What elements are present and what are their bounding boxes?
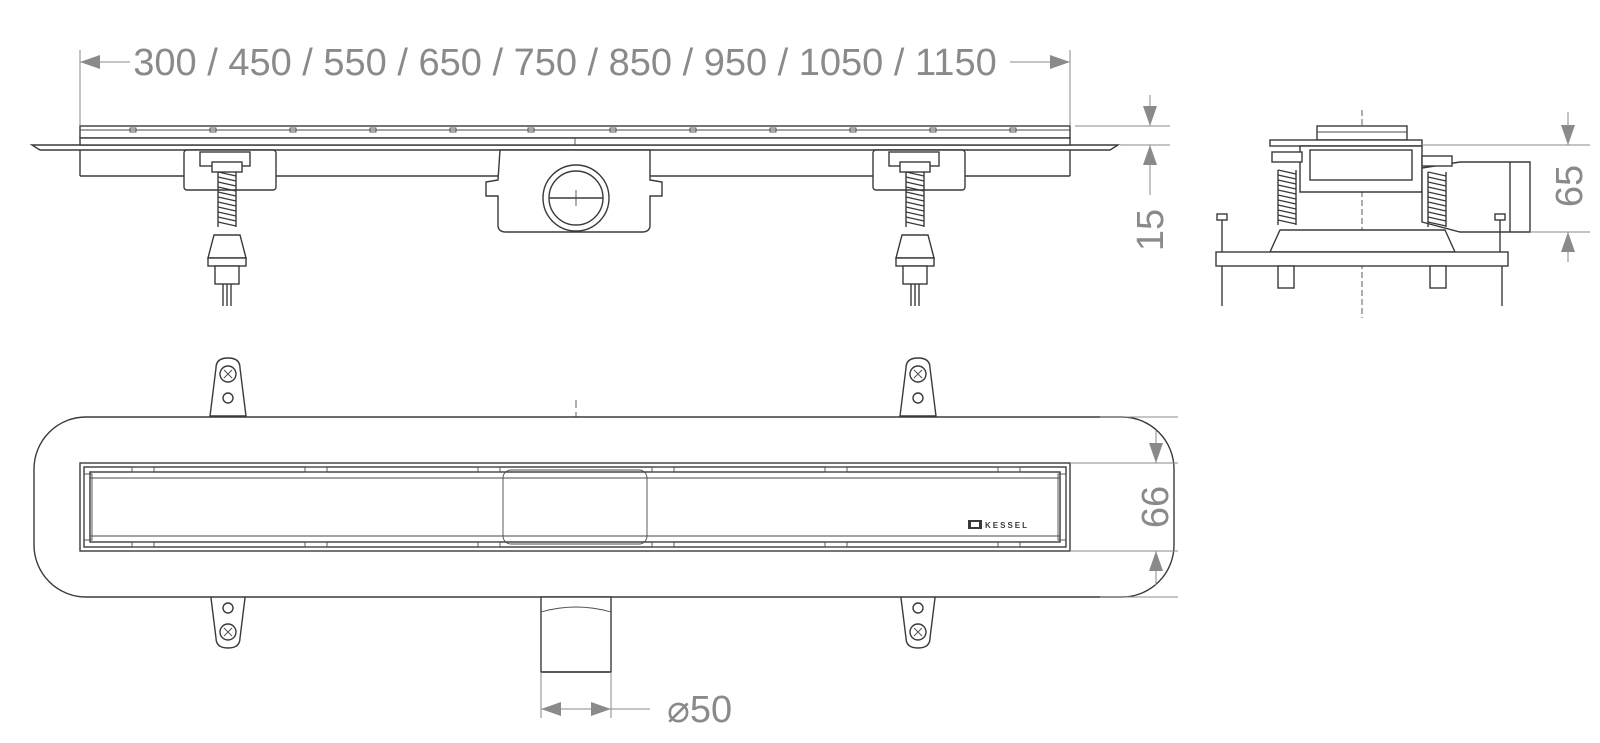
svg-text:KESSEL: KESSEL: [985, 521, 1029, 530]
outlet-diameter-label: ⌀50: [667, 689, 732, 731]
length-dimension-label: 300 / 450 / 550 / 650 / 750 / 850 / 950 …: [133, 42, 996, 84]
kessel-logo: KESSEL: [968, 520, 1029, 530]
width-dimension: [1070, 416, 1178, 598]
height-dimension-side: [1422, 112, 1590, 262]
length-dimension: [79, 50, 1071, 125]
plan-view: KESSEL 66 ⌀50: [33, 357, 1178, 731]
end-view: 65: [1215, 110, 1591, 318]
height-dimension-side-label: 65: [1549, 165, 1591, 207]
leveling-foot-left: [183, 149, 277, 306]
outlet-diameter-dimension: [540, 672, 650, 718]
side-elevation-view: 300 / 450 / 550 / 650 / 750 / 850 / 950 …: [29, 42, 1172, 306]
outlet-box-side: [485, 149, 663, 233]
drain-channel-side: [29, 125, 1121, 177]
height-dimension-min-label: 15: [1130, 209, 1172, 251]
height-dimension-min: [1075, 95, 1170, 195]
outlet-pipe: [540, 596, 612, 673]
leveling-foot-right: [872, 149, 966, 306]
drain-channel-plan: [79, 462, 1071, 552]
width-dimension-label: 66: [1135, 486, 1177, 528]
